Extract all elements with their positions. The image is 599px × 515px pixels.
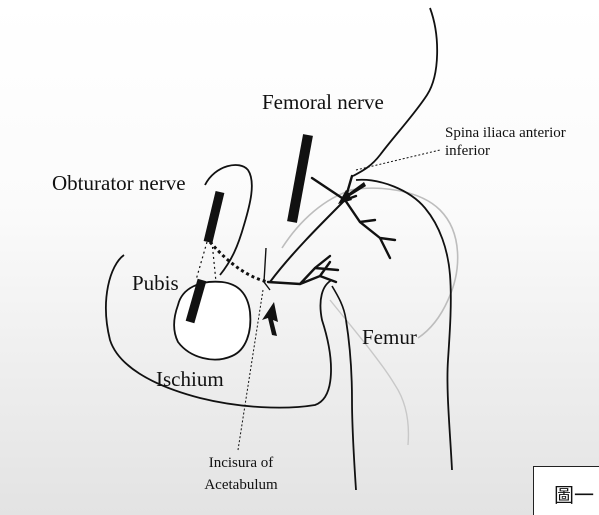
femur-neck-outline: [332, 286, 346, 320]
label-femoral-nerve: Femoral nerve: [262, 90, 384, 114]
femoral-nerve-bar: [292, 135, 308, 222]
obturator-dotted-left: [196, 242, 216, 282]
label-incisura-line2: Acetabulum: [186, 477, 296, 494]
obturator-nerve-bar-upper: [208, 192, 220, 242]
obturator-foramen: [174, 282, 250, 360]
figure-caption: 圖一: [554, 479, 594, 508]
figure-caption-box: 圖一: [533, 466, 599, 515]
label-ischium: Ischium: [156, 367, 224, 391]
femur-neck-faint: [330, 300, 408, 445]
incisura-mark: [264, 248, 270, 290]
label-femur: Femur: [362, 325, 417, 349]
obturator-dotted-path: [210, 242, 268, 282]
femoral-head-outline: [350, 188, 458, 338]
label-pubis: Pubis: [132, 271, 179, 295]
arrow-acetabulum-icon: [262, 302, 278, 336]
label-obturator-nerve: Obturator nerve: [52, 171, 186, 195]
label-spina-iliaca-line1: Spina iliaca anterior: [445, 125, 566, 142]
label-spina-iliaca-line2: inferior: [445, 143, 490, 160]
leader-spina: [356, 150, 440, 170]
label-incisura-line1: Incisura of: [186, 455, 296, 472]
